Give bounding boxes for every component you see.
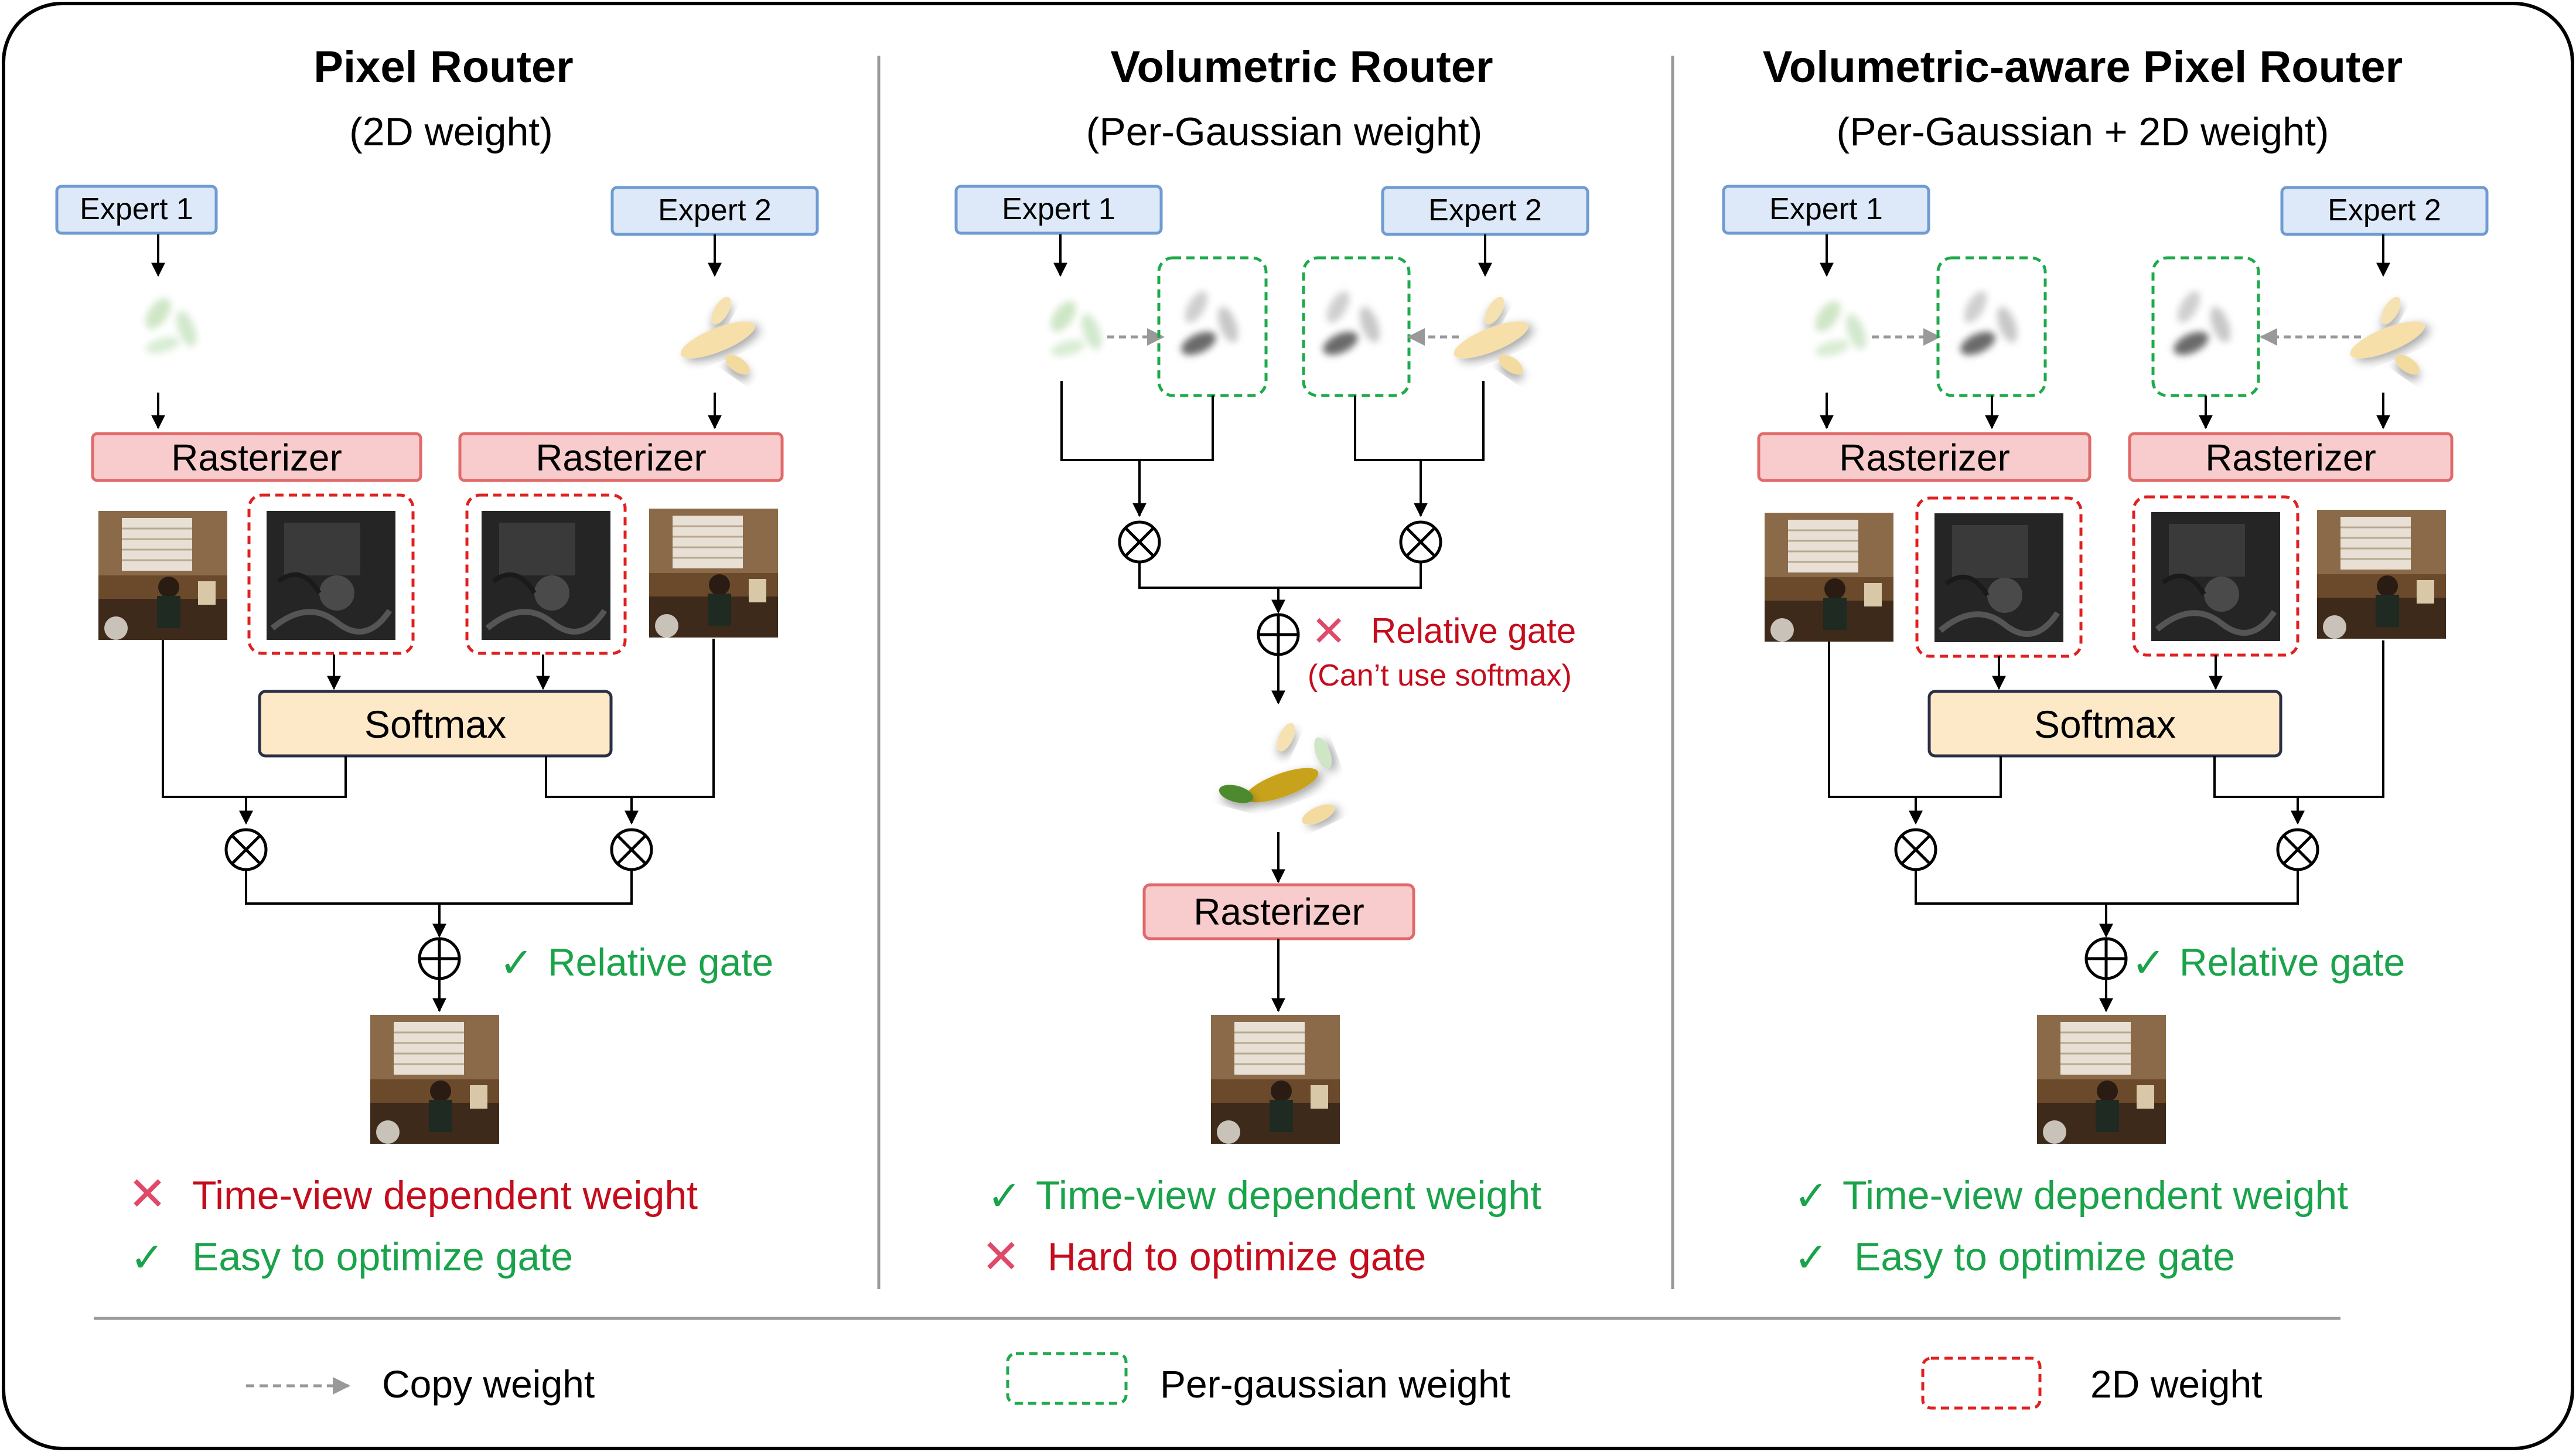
connector <box>1354 396 1428 517</box>
connector <box>162 640 253 825</box>
add-icon <box>2084 937 2128 980</box>
expert-2-label: Expert 2 <box>2328 193 2441 227</box>
check-icon: ✓ <box>2131 940 2166 986</box>
weight-map-image <box>2151 512 2280 641</box>
check-icon: ✓ <box>130 1235 165 1280</box>
connector <box>2213 756 2298 798</box>
cross-icon: ✕ <box>981 1231 1021 1283</box>
page-title: Volumetric-aware Pixel Router <box>1763 42 2403 92</box>
rasterizer-box <box>1757 432 2091 482</box>
expert-1-label: Expert 1 <box>1002 192 1115 226</box>
multiply-icon <box>1894 828 1937 871</box>
legend-per-gaussian-weight: Per-gaussian weight <box>1160 1362 1510 1406</box>
rasterizer-box <box>458 432 784 482</box>
panel-volumetric-router: Volumetric Router (Per-Gaussian weight) … <box>954 42 1589 1283</box>
weight-map-image <box>267 511 395 640</box>
rasterizer-label: Rasterizer <box>1839 437 2010 479</box>
pros-cons-item: Time-view dependent weight <box>1036 1173 1541 1218</box>
output-image <box>1210 1014 1341 1145</box>
pros-cons-item: Easy to optimize gate <box>192 1235 573 1279</box>
softmax-label: Softmax <box>364 703 506 746</box>
pros-cons-item: Easy to optimize gate <box>1854 1235 2235 1279</box>
expert-1-box <box>55 185 218 235</box>
add-icon <box>418 937 461 980</box>
expert-1-box <box>1722 185 1930 235</box>
softmax-box <box>1927 690 2282 758</box>
expert-2-label: Expert 2 <box>658 193 772 227</box>
weight-map-image <box>1934 513 2063 642</box>
weight-2d-outline <box>247 493 415 655</box>
cross-icon: ✕ <box>1311 608 1346 655</box>
weight-map-image <box>482 511 610 640</box>
rasterizer-box <box>91 432 422 482</box>
panel-pixel-router: Pixel Router (2D weight) Expert 1 Expert… <box>55 42 819 1280</box>
cross-icon: ✕ <box>128 1168 167 1220</box>
page-title: Pixel Router <box>313 42 573 92</box>
page-title: Volumetric Router <box>1110 42 1493 92</box>
gate-note: Relative gate <box>2179 940 2405 984</box>
gaussian-blobs-mixed-icon <box>1219 722 1335 825</box>
gate-note: Relative gate <box>1371 611 1576 650</box>
softmax-box <box>258 690 613 758</box>
check-icon: ✓ <box>1794 1173 1828 1219</box>
connector <box>1916 756 2002 798</box>
connector <box>1139 396 1214 461</box>
expert-2-label: Expert 2 <box>1428 193 1542 227</box>
rasterizer-label: Rasterizer <box>1193 891 1364 933</box>
rasterizer-label: Rasterizer <box>171 437 342 479</box>
multiply-icon <box>224 828 268 871</box>
rendered-image <box>2316 509 2447 640</box>
rasterizer-label: Rasterizer <box>2205 437 2376 479</box>
connector <box>2291 640 2384 825</box>
rendered-image <box>648 507 779 639</box>
multiply-icon <box>1118 520 1161 564</box>
weight-2d-outline <box>465 493 627 655</box>
legend-copy-weight: Copy weight <box>382 1362 595 1406</box>
rendered-image <box>97 510 228 641</box>
rasterizer-label: Rasterizer <box>535 437 707 479</box>
gate-note: Relative gate <box>548 940 773 984</box>
connector <box>625 639 715 825</box>
check-icon: ✓ <box>1794 1235 1828 1280</box>
expert-1-box <box>954 185 1163 235</box>
output-image <box>369 1014 500 1145</box>
page-subtitle: (2D weight) <box>349 110 553 154</box>
legend: Copy weight Per-gaussian weight 2D weigh… <box>246 1352 2263 1410</box>
pros-cons-item: Hard to optimize gate <box>1048 1235 1426 1279</box>
expert-1-label: Expert 1 <box>1769 192 1883 226</box>
multiply-icon <box>610 828 653 871</box>
weight-2d-swatch <box>1921 1356 2042 1410</box>
page-subtitle: (Per-Gaussian weight) <box>1086 110 1482 154</box>
check-icon: ✓ <box>499 940 534 986</box>
connector <box>1138 562 1422 589</box>
expert-1-label: Expert 1 <box>80 192 193 226</box>
check-icon: ✓ <box>987 1173 1022 1219</box>
multiply-icon <box>2276 828 2319 871</box>
gate-subnote: (Can’t use softmax) <box>1308 659 1572 693</box>
add-icon <box>1257 613 1300 656</box>
output-image <box>2036 1014 2167 1145</box>
panel-volumetric-aware-pixel-router: Volumetric-aware Pixel Router (Per-Gauss… <box>1722 42 2489 1280</box>
connector <box>1060 381 1147 517</box>
connector <box>1421 381 1485 461</box>
connector <box>246 756 347 798</box>
rasterizer-box <box>2128 432 2454 482</box>
multiply-icon <box>1399 520 1442 564</box>
softmax-label: Softmax <box>2034 703 2176 746</box>
per-gaussian-outline <box>2151 256 2260 397</box>
pros-cons-item: Time-view dependent weight <box>1843 1173 2348 1218</box>
connector <box>545 756 632 798</box>
page-subtitle: (Per-Gaussian + 2D weight) <box>1837 110 2329 154</box>
pros-cons-item: Time-view dependent weight <box>192 1173 698 1218</box>
per-gaussian-outline <box>1302 256 1411 397</box>
connector <box>1828 642 1923 825</box>
legend-2d-weight: 2D weight <box>2090 1362 2263 1406</box>
rendered-image <box>1763 512 1895 643</box>
